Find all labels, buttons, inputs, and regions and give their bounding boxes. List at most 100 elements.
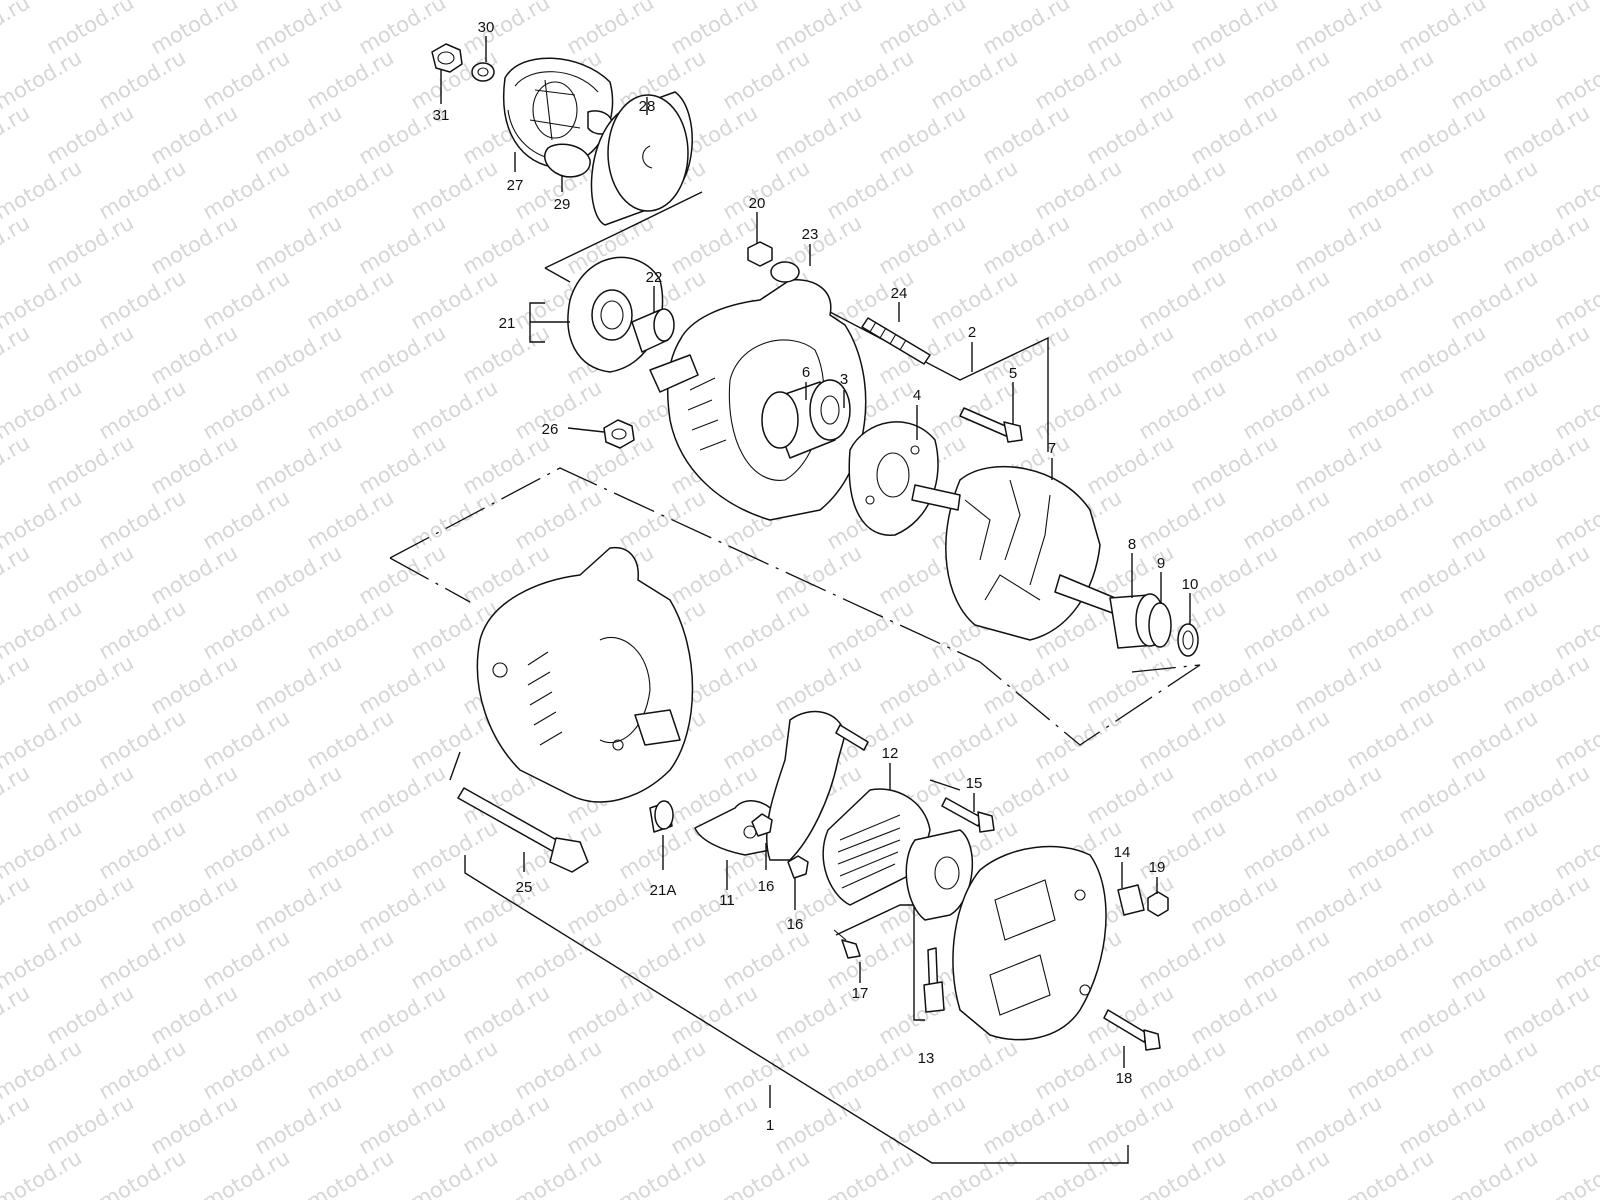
watermark-text: motod.ru <box>199 265 294 334</box>
watermark-text: motod.ru <box>719 925 814 994</box>
watermark-text: motod.ru <box>1291 430 1386 499</box>
rear-housing <box>476 546 694 803</box>
label-part-30: 30 <box>478 19 495 36</box>
watermark-text: motod.ru <box>771 100 866 169</box>
watermark-text: motod.ru <box>0 1145 86 1200</box>
watermark-text: motod.ru <box>771 0 866 59</box>
watermark-text: motod.ru <box>43 760 138 829</box>
watermark-text: motod.ru <box>147 540 242 609</box>
watermark-text: motod.ru <box>1447 485 1542 554</box>
watermark-text: motod.ru <box>1187 430 1282 499</box>
watermark-text: motod.ru <box>303 265 398 334</box>
bearing-cover-part-9 <box>1148 602 1172 648</box>
watermark-text: motod.ru <box>875 650 970 719</box>
bolt-part-15 <box>941 797 995 833</box>
watermark-text: motod.ru <box>1239 1145 1334 1200</box>
watermark-text: motod.ru <box>1343 155 1438 224</box>
watermark-text: motod.ru <box>1083 760 1178 829</box>
watermark-text: motod.ru <box>875 0 970 59</box>
watermark-text: motod.ru <box>199 1035 294 1104</box>
label-part-9: 9 <box>1157 555 1165 572</box>
label-part-18: 18 <box>1116 1070 1133 1087</box>
watermark-text: motod.ru <box>355 650 450 719</box>
watermark-text: motod.ru <box>823 1035 918 1104</box>
watermark-text: motod.ru <box>1187 210 1282 279</box>
part-labels: 1 2 3 4 5 6 7 8 9 10 11 12 13 14 15 16 1… <box>433 19 1199 1134</box>
watermark-text: motod.ru <box>1291 320 1386 389</box>
watermark-text: motod.ru <box>0 760 34 829</box>
watermark-text: motod.ru <box>615 1145 710 1200</box>
watermark-text: motod.ru <box>927 45 1022 114</box>
watermark-text: motod.ru <box>43 650 138 719</box>
watermark-text: motod.ru <box>199 155 294 224</box>
watermark-text: motod.ru <box>1447 155 1542 224</box>
watermark-text: motod.ru <box>1135 925 1230 994</box>
watermark-text: motod.ru <box>43 870 138 939</box>
label-part-23: 23 <box>802 226 819 243</box>
watermark-text: motod.ru <box>0 210 34 279</box>
watermark-text: motod.ru <box>771 1090 866 1159</box>
watermark-text: motod.ru <box>1447 1145 1542 1200</box>
watermark-text: motod.ru <box>1083 100 1178 169</box>
watermark-text: motod.ru <box>1395 100 1490 169</box>
watermark-text: motod.ru <box>251 650 346 719</box>
regulator-part-12 <box>822 788 973 921</box>
watermark-text: motod.ru <box>303 155 398 224</box>
watermark-text: motod.ru <box>615 485 710 554</box>
watermark-text: motod.ru <box>43 100 138 169</box>
watermark-text: motod.ru <box>0 100 34 169</box>
watermark-text: motod.ru <box>355 1090 450 1159</box>
watermark-text: motod.ru <box>1447 815 1542 884</box>
watermark-text: motod.ru <box>823 155 918 224</box>
watermark-text: motod.ru <box>1239 815 1334 884</box>
watermark-text: motod.ru <box>0 430 34 499</box>
watermark-text: motod.ru <box>43 540 138 609</box>
nut-part-20 <box>747 241 773 267</box>
watermark-text: motod.ru <box>199 595 294 664</box>
watermark-text: motod.ru <box>1343 815 1438 884</box>
watermark-text: motod.ru <box>407 375 502 444</box>
label-part-19: 19 <box>1149 859 1166 876</box>
watermark-text: motod.ru <box>459 210 554 279</box>
watermark-text: motod.ru <box>147 320 242 389</box>
watermark-text: motod.ru <box>1447 45 1542 114</box>
watermark-text: motod.ru <box>1239 925 1334 994</box>
watermark-text: motod.ru <box>1239 45 1334 114</box>
label-part-31: 31 <box>433 107 450 124</box>
watermark-text: motod.ru <box>1083 650 1178 719</box>
watermark-text: motod.ru <box>95 925 190 994</box>
label-part-12: 12 <box>882 745 899 762</box>
watermark-text: motod.ru <box>1135 485 1230 554</box>
label-part-11: 11 <box>719 892 735 909</box>
label-part-26: 26 <box>542 421 559 438</box>
watermark-text: motod.ru <box>0 595 86 664</box>
watermark-text: motod.ru <box>251 980 346 1049</box>
watermark-text: motod.ru <box>1395 540 1490 609</box>
watermark-text: motod.ru <box>459 430 554 499</box>
watermark-text: motod.ru <box>95 705 190 774</box>
watermark-text: motod.ru <box>667 870 762 939</box>
watermark-text: motod.ru <box>0 485 86 554</box>
watermark-text: motod.ru <box>1187 760 1282 829</box>
label-part-2: 2 <box>968 324 976 341</box>
watermark-text: motod.ru <box>95 375 190 444</box>
screw-part-16-a <box>751 813 773 837</box>
watermark-text: motod.ru <box>303 595 398 664</box>
watermark-text: motod.ru <box>1395 760 1490 829</box>
rotor-part-7 <box>911 465 1121 641</box>
watermark-text: motod.ru <box>303 925 398 994</box>
watermark-text: motod.ru <box>1395 870 1490 939</box>
watermark-text: motod.ru <box>1343 595 1438 664</box>
watermark-text: motod.ru <box>1499 980 1594 1049</box>
watermark-text: motod.ru <box>1499 540 1594 609</box>
collar-part-21a <box>649 800 674 833</box>
watermark-text: motod.ru <box>407 1035 502 1104</box>
watermark-text: motod.ru <box>1343 45 1438 114</box>
watermark-text: motod.ru <box>1187 1090 1282 1159</box>
collar-part-22 <box>631 308 675 353</box>
watermark-text: motod.ru <box>667 210 762 279</box>
watermark-text: motod.ru <box>407 155 502 224</box>
watermark-text: motod.ru <box>1499 1090 1594 1159</box>
watermark-text: motod.ru <box>1447 705 1542 774</box>
watermark-text: motod.ru <box>1239 265 1334 334</box>
